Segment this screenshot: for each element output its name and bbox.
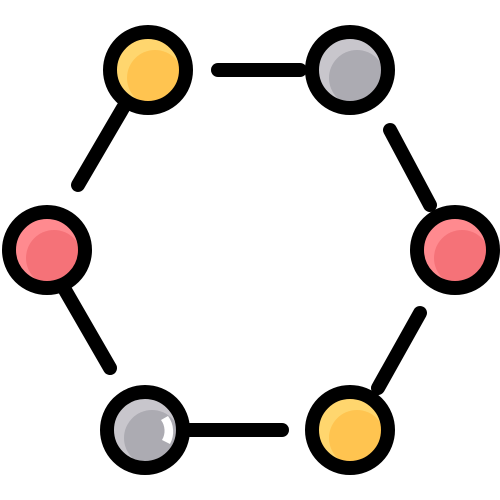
link-lower-right: [371, 306, 427, 395]
node-top-left: [103, 25, 193, 115]
node-left: [2, 205, 92, 295]
link-upper-right: [383, 123, 437, 212]
node-top-right: [305, 25, 395, 115]
link-lower-left: [58, 283, 117, 375]
node-right: [410, 205, 500, 295]
node-bottom-right: [305, 385, 395, 475]
node-shine: [161, 416, 174, 444]
node-bottom-left: [100, 385, 190, 475]
link-upper-left: [71, 101, 130, 192]
